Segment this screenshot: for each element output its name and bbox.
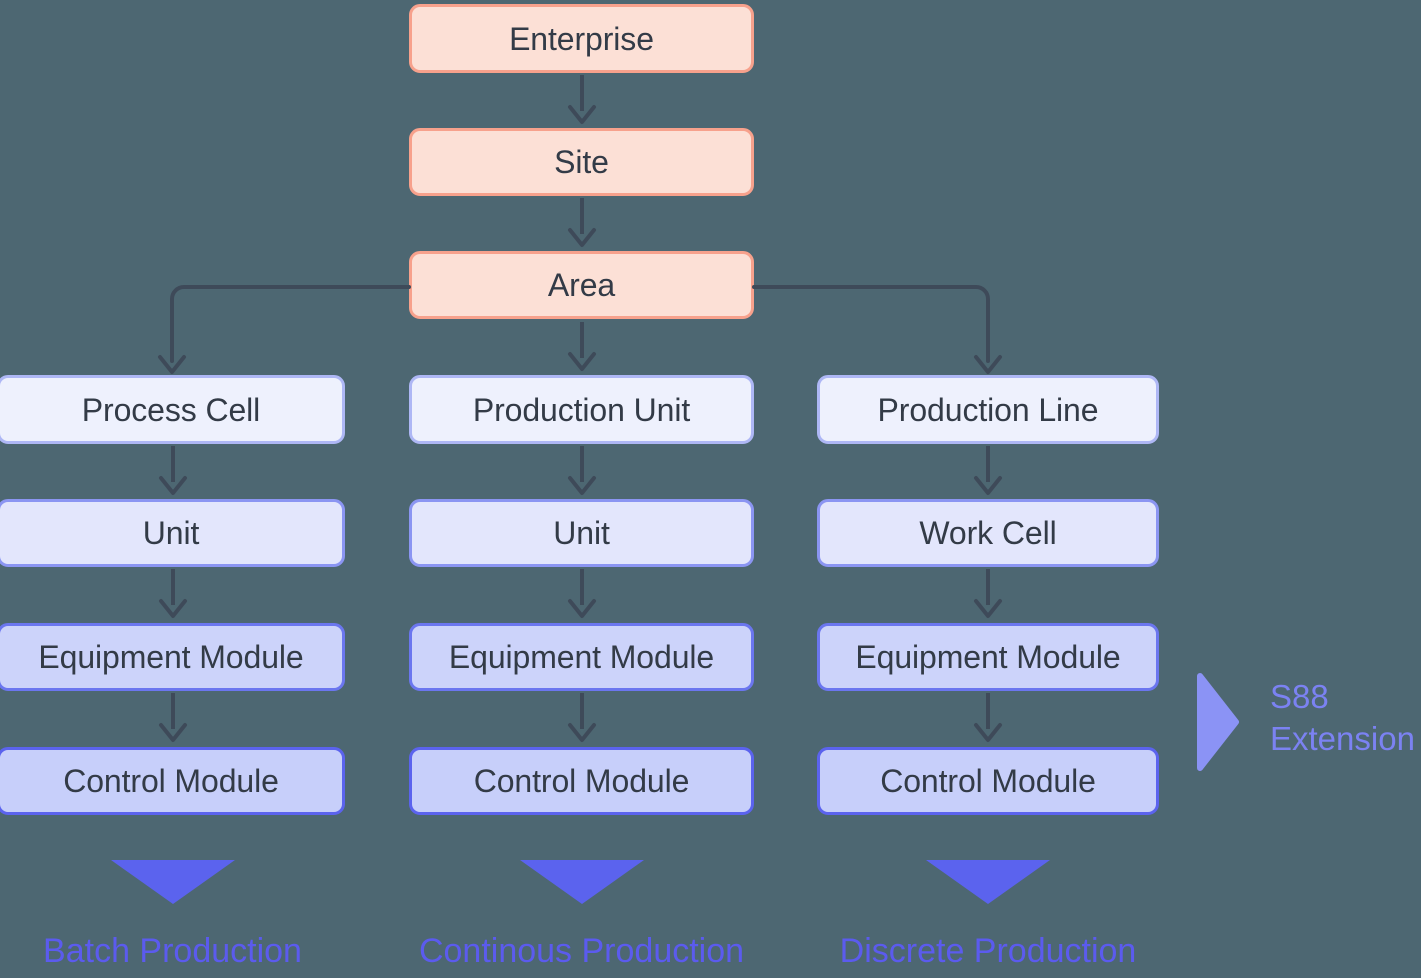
node-batch-unit-label: Unit [142,515,200,551]
node-continuous-control-module[interactable]: Control Module [409,747,754,815]
arrow-batch-unit-to-equipment-module [156,569,190,619]
node-continuous-unit-label: Unit [553,515,610,551]
node-process-cell-label: Process Cell [81,391,261,428]
s88-extension-line2: Extension [1270,719,1415,757]
node-batch-control-module[interactable]: Control Module [0,747,345,815]
arrow-process-cell-to-unit [156,446,190,496]
node-discrete-equipment-module-label: Equipment Module [855,639,1121,675]
node-production-line-label: Production Line [877,391,1099,428]
node-site-label: Site [554,144,609,180]
node-continuous-equipment-module[interactable]: Equipment Module [409,623,754,691]
arrow-area-to-production-unit [565,322,599,372]
node-work-cell-label: Work Cell [919,515,1057,551]
node-discrete-control-module-label: Control Module [880,763,1096,799]
outcome-label-continuous: Continous Production [418,932,745,970]
node-site[interactable]: Site [409,128,754,196]
arrow-production-line-to-work-cell [971,446,1005,496]
branch-area-to-production-line [748,275,1008,380]
arrow-site-to-area [565,198,599,248]
s88-extension-arrow-icon [1196,672,1240,772]
node-process-cell[interactable]: Process Cell [0,375,345,444]
node-enterprise-label: Enterprise [509,20,654,57]
outcome-arrow-discrete [926,860,1050,904]
outcome-label-discrete: Discrete Production [839,932,1137,970]
node-batch-equipment-module[interactable]: Equipment Module [0,623,345,691]
node-batch-unit[interactable]: Unit [0,499,345,567]
node-production-unit[interactable]: Production Unit [409,375,754,444]
node-batch-equipment-module-label: Equipment Module [38,639,304,675]
node-area[interactable]: Area [409,251,754,319]
node-continuous-unit[interactable]: Unit [409,499,754,567]
node-continuous-control-module-label: Control Module [473,763,690,799]
arrow-enterprise-to-site [565,75,599,125]
node-production-line[interactable]: Production Line [817,375,1159,444]
node-discrete-equipment-module[interactable]: Equipment Module [817,623,1159,691]
node-area-label: Area [547,267,616,303]
node-production-unit-label: Production Unit [472,391,691,428]
node-discrete-control-module[interactable]: Control Module [817,747,1159,815]
arrow-continuous-unit-to-equipment-module [565,569,599,619]
arrow-discrete-equipment-module-to-control-module [971,693,1005,743]
arrow-production-unit-to-unit [565,446,599,496]
arrow-batch-equipment-module-to-control-module [156,693,190,743]
s88-extension-label: S88 Extension [1270,676,1415,760]
node-work-cell[interactable]: Work Cell [817,499,1159,567]
branch-area-to-process-cell [158,275,420,380]
arrow-continuous-equipment-module-to-control-module [565,693,599,743]
outcome-label-batch: Batch Production [43,932,302,970]
node-enterprise[interactable]: Enterprise [409,4,754,73]
node-batch-control-module-label: Control Module [63,763,279,799]
arrow-work-cell-to-equipment-module [971,569,1005,619]
s88-extension-line1: S88 [1270,678,1329,715]
outcome-arrow-continuous [520,860,644,904]
node-continuous-equipment-module-label: Equipment Module [448,639,715,675]
outcome-arrow-batch [111,860,235,904]
